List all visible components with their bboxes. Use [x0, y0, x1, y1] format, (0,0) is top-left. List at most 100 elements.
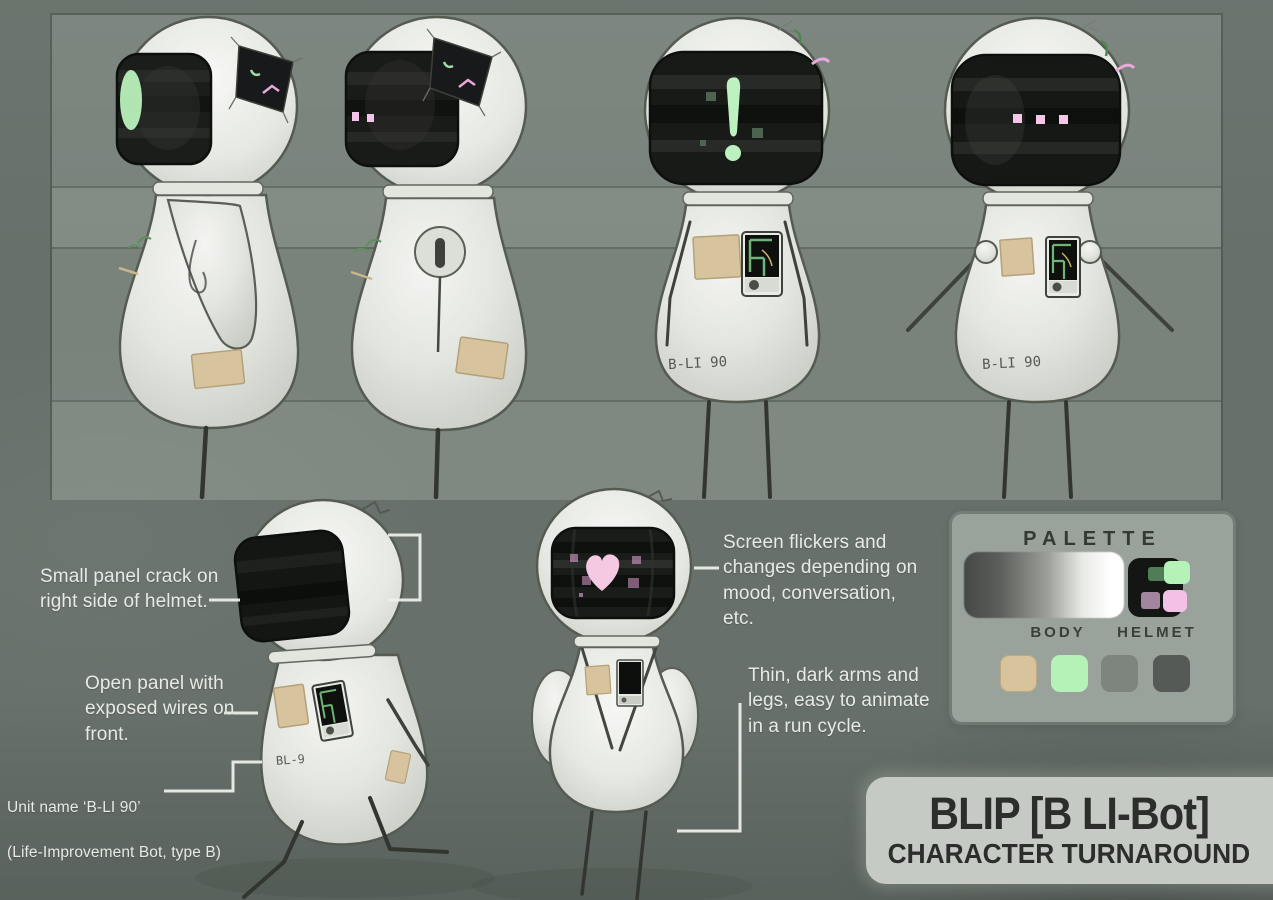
title-banner: BLIP [B LI-Bot] CHARACTER TURNAROUND [866, 777, 1273, 884]
character-name: BLIP [B LI-Bot] [929, 788, 1210, 840]
note-unit-name: Unit name ‘B-LI 90’ (Life-Improvement Bo… [7, 775, 257, 865]
robot-neck-ring [382, 184, 494, 199]
screen-pixel [367, 114, 374, 122]
helmet-crack-decor [777, 20, 831, 66]
robot-heart-screen [531, 487, 699, 900]
robot-screen [346, 52, 458, 166]
open-panel-exposed-wires [1045, 236, 1081, 298]
tan-patch [692, 234, 742, 280]
swatch-tan [1000, 655, 1037, 692]
unit-name-line1: Unit name ‘B-LI 90’ [7, 799, 141, 817]
robot-arm-flap [166, 198, 258, 350]
robot-leg [580, 810, 594, 896]
robot-arm [783, 220, 809, 347]
robot-screen [232, 528, 352, 644]
body-gradient-swatch [964, 552, 1124, 618]
tan-patch [455, 336, 509, 380]
twig [118, 266, 139, 276]
robot-leg [433, 427, 441, 500]
tan-patch [190, 348, 246, 390]
note-open-panel: Open panel with exposed wires on front. [85, 673, 235, 745]
helmet-chip-mint [1164, 561, 1190, 584]
robot-front-view: B-LI 90 [643, 16, 831, 499]
unit-marking: B-LI 90 [668, 354, 728, 373]
robot-leg [368, 796, 449, 854]
note-screen-flickers: Screen flickers and changes depending on… [723, 532, 918, 629]
swatch-mint-green [1051, 655, 1088, 692]
robot-screen [650, 52, 822, 184]
shoulder-socket [1078, 240, 1102, 264]
robot-run-pose: BL-9 [232, 498, 449, 899]
twig [350, 270, 373, 281]
robot-leg [635, 810, 648, 900]
floor-shadow [195, 858, 495, 898]
screen-dot [1013, 114, 1022, 123]
screen-dot [1059, 115, 1068, 124]
robot-side-view [115, 15, 303, 500]
helmet-crack-panel [228, 36, 303, 124]
swatch-charcoal [1153, 655, 1190, 692]
sprout [353, 238, 382, 253]
hanging-cord [188, 239, 207, 294]
palette-title: PALETTE [1023, 528, 1162, 550]
helmet-crack [647, 489, 673, 503]
floor-shadow [472, 868, 752, 900]
helmet-chip-pink [1163, 590, 1187, 612]
wall-guide-line [52, 186, 1221, 188]
unit-marking: B-LI 90 [982, 354, 1042, 373]
palette-helmet-label: HELMET [1117, 624, 1197, 641]
robot-leg [764, 400, 772, 499]
palette-body-label: BODY [1030, 624, 1086, 641]
screen-glitch [582, 576, 591, 585]
sheet-subtitle: CHARACTER TURNAROUND [887, 838, 1251, 870]
callout-bracket-unit-name [164, 760, 262, 793]
helmet-crack-decor [1081, 19, 1136, 73]
screen-glitch [628, 578, 639, 588]
back-keyhole [414, 226, 466, 353]
robot-screen [952, 55, 1120, 185]
callout-bracket-limbs [677, 703, 742, 833]
robot-leg [199, 425, 209, 500]
screen-glitch [570, 554, 578, 562]
robot-front-arms-out-view: B-LI 90 [906, 16, 1174, 499]
screen-heart [586, 554, 620, 591]
robot-leg [1002, 400, 1011, 499]
open-panel-exposed-wires [311, 679, 354, 742]
robot-arm [665, 220, 692, 347]
robot-neck-ring [982, 191, 1094, 206]
helmet-crack-panel [422, 28, 502, 117]
screen-exclamation-dot [725, 145, 741, 161]
callout-bracket-helmet [388, 533, 422, 602]
tan-patch [384, 750, 412, 784]
open-panel-exposed-wires [741, 231, 783, 297]
robot-arm [386, 698, 430, 767]
chest-panel [616, 659, 644, 707]
screen-dot [1036, 115, 1045, 124]
robot-leg [1064, 400, 1073, 499]
screen-glitch [632, 556, 641, 564]
robot-neck-ring [267, 643, 377, 665]
robot-screen [117, 54, 211, 164]
helmet-crack [362, 500, 391, 515]
robot-back-three-quarter-view [344, 15, 528, 500]
unit-marking: BL-9 [276, 752, 306, 768]
robot-neck-ring [573, 635, 661, 648]
tan-patch [272, 683, 310, 729]
robot-screen [552, 528, 674, 618]
unit-name-line2: (Life-Improvement Bot, type B) [7, 844, 222, 862]
screen-glitch [579, 593, 583, 597]
tan-patch [999, 237, 1035, 277]
robot-arm [906, 253, 982, 332]
helmet-chip-dark-green [1148, 567, 1166, 581]
robot-arm [1094, 253, 1174, 332]
tan-patch [584, 664, 612, 696]
screen-exclamation-edge [120, 70, 142, 130]
helmet-chip-mauve [1141, 592, 1160, 609]
shoulder-socket [974, 240, 998, 264]
robot-leg [242, 820, 304, 899]
robot-leg [702, 400, 711, 499]
robot-neck-ring [152, 181, 264, 196]
screen-exclamation [726, 77, 741, 137]
